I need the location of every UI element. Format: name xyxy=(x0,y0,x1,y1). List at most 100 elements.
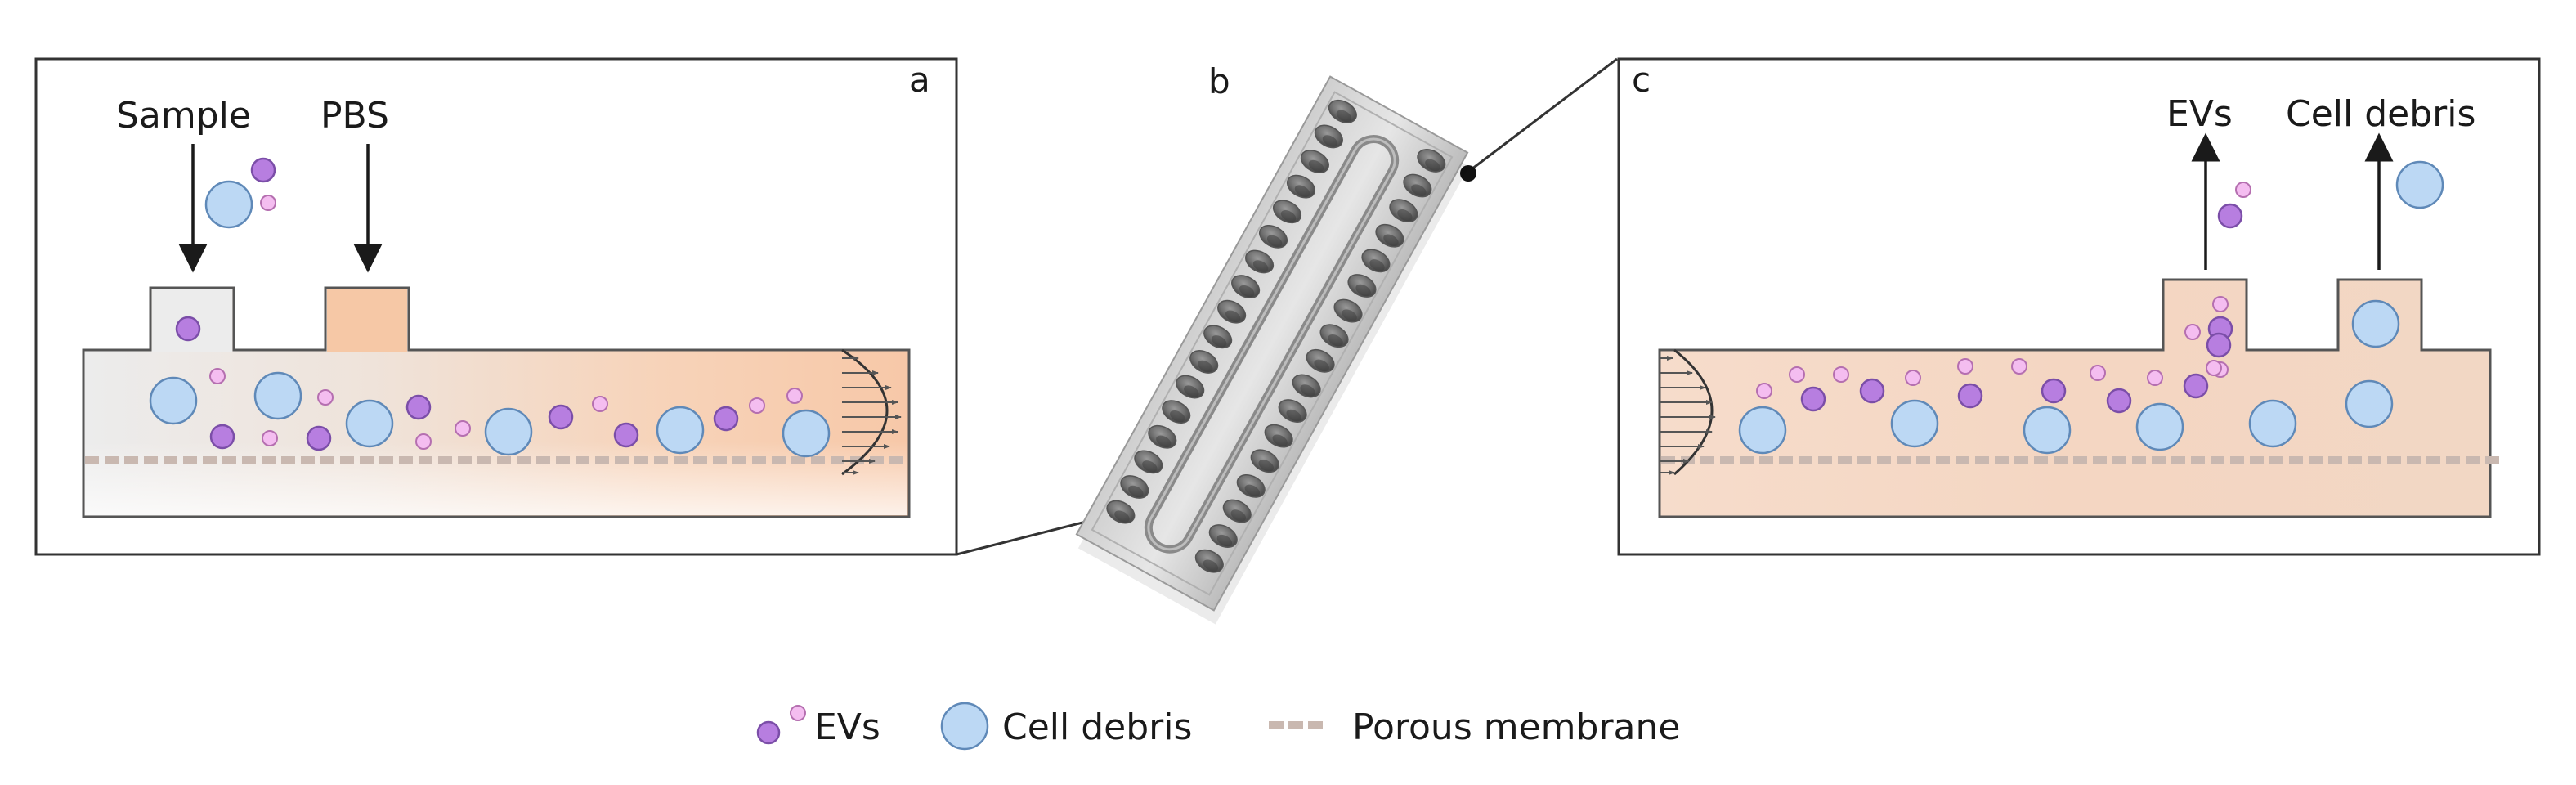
membrane-pore xyxy=(811,456,825,464)
ev-particle-large xyxy=(613,422,639,448)
cell-debris-particle xyxy=(204,180,253,229)
panel-a-letter: a xyxy=(909,60,930,100)
membrane-pore xyxy=(2014,456,2028,464)
membrane-pore xyxy=(497,456,511,464)
membrane-pore xyxy=(340,456,354,464)
cell-debris-particle xyxy=(782,409,831,458)
ev-particle-small xyxy=(209,368,226,384)
ev-particle-small xyxy=(1957,358,1973,375)
membrane-pore xyxy=(320,456,334,464)
membrane-pore xyxy=(2132,456,2146,464)
membrane-pore xyxy=(2446,456,2460,464)
membrane-pore xyxy=(458,456,472,464)
ev-particle-large xyxy=(548,404,574,430)
membrane-pore xyxy=(752,456,766,464)
membrane-pore xyxy=(2171,456,2185,464)
legend: EVs Cell debris Porous membrane xyxy=(756,702,1680,751)
ev-particle-large xyxy=(2106,388,2132,414)
ev-particle-large xyxy=(2217,203,2243,229)
membrane-pore xyxy=(556,456,570,464)
membrane-pore xyxy=(2230,456,2244,464)
membrane-pore xyxy=(1975,456,1989,464)
membrane-pore xyxy=(2034,456,2048,464)
pbs-inlet xyxy=(327,289,407,352)
membrane-pore xyxy=(183,456,197,464)
ev-particle-small xyxy=(2206,360,2222,376)
legend-debris-icon xyxy=(940,702,989,751)
ev-particle-large xyxy=(306,425,332,451)
ev-particle-small xyxy=(2184,324,2201,340)
panel-a: a Sample PBS xyxy=(34,57,958,556)
legend-membrane-label: Porous membrane xyxy=(1352,706,1680,748)
cell-debris-particle xyxy=(2351,299,2400,348)
membrane-pore xyxy=(2211,456,2224,464)
ev-particle-small xyxy=(1789,366,1805,383)
membrane-pore xyxy=(124,456,138,464)
ev-particle-small xyxy=(455,420,471,437)
membrane-pore xyxy=(1857,456,1871,464)
cell-debris-particle xyxy=(2395,160,2444,209)
ev-particle-small xyxy=(2212,296,2229,312)
legend-membrane-icon xyxy=(1269,721,1323,729)
membrane-pore xyxy=(732,456,746,464)
membrane-pore xyxy=(164,456,177,464)
membrane-pore xyxy=(1838,456,1852,464)
membrane-pore xyxy=(2054,456,2068,464)
cell-debris-particle xyxy=(2345,379,2394,428)
ev-particle-large xyxy=(1957,383,1983,409)
membrane-pore xyxy=(203,456,217,464)
membrane-pore xyxy=(2407,456,2421,464)
ev-particle-small xyxy=(1905,370,1921,386)
membrane-pore xyxy=(2466,456,2480,464)
membrane-pore xyxy=(2309,456,2323,464)
legend-evs-label: EVs xyxy=(814,706,880,748)
ev-particle-large xyxy=(2183,373,2209,399)
membrane-pore xyxy=(2485,456,2499,464)
membrane-pore xyxy=(1956,456,1969,464)
sample-label: Sample xyxy=(116,95,251,137)
cell-debris-particle xyxy=(1890,399,1939,448)
cell-debris-particle xyxy=(2023,406,2072,455)
membrane-pore xyxy=(2073,456,2087,464)
cell-debris-particle xyxy=(149,376,198,425)
membrane-pore xyxy=(595,456,609,464)
membrane-pore xyxy=(1818,456,1832,464)
ev-particle-large xyxy=(209,424,235,450)
membrane-pore xyxy=(1720,456,1734,464)
cell-debris-particle xyxy=(345,399,394,448)
ev-particle-small xyxy=(317,389,334,406)
cell-debris-particle xyxy=(484,407,533,456)
membrane-pore xyxy=(517,456,531,464)
ev-particle-large xyxy=(2206,332,2232,358)
ev-particle-small xyxy=(592,396,608,412)
ev-particle-small xyxy=(1756,383,1772,399)
panel-c: c EVs Cell debris xyxy=(1617,57,2541,556)
particles-panel-a xyxy=(149,157,831,458)
legend-debris-label: Cell debris xyxy=(1002,706,1192,748)
membrane-pore xyxy=(2112,456,2126,464)
ev-particle-small xyxy=(2090,365,2106,381)
membrane-pore xyxy=(772,456,786,464)
membrane-pore xyxy=(2348,456,2362,464)
membrane-pore xyxy=(1759,456,1773,464)
cell-debris-particle xyxy=(2135,402,2184,451)
ev-particle-large xyxy=(175,316,201,342)
evs-outlet-label: EVs xyxy=(2166,93,2233,135)
ev-particle-small xyxy=(2147,370,2163,386)
membrane-pore xyxy=(144,456,158,464)
panel-c-letter: c xyxy=(1632,60,1651,100)
debris-outlet-label: Cell debris xyxy=(2286,93,2475,135)
panel-b-letter: b xyxy=(1208,61,1230,101)
membrane-pore xyxy=(2368,456,2381,464)
membrane-pore xyxy=(419,456,432,464)
membrane-pore xyxy=(262,456,276,464)
membrane-pore xyxy=(2289,456,2303,464)
membrane-pore xyxy=(360,456,374,464)
connector-a-b xyxy=(956,518,1093,556)
cell-debris-particle xyxy=(656,406,705,455)
membrane-pore xyxy=(1877,456,1891,464)
membrane-pore xyxy=(2152,456,2166,464)
membrane-pore xyxy=(1936,456,1950,464)
membrane-pore xyxy=(2328,456,2342,464)
